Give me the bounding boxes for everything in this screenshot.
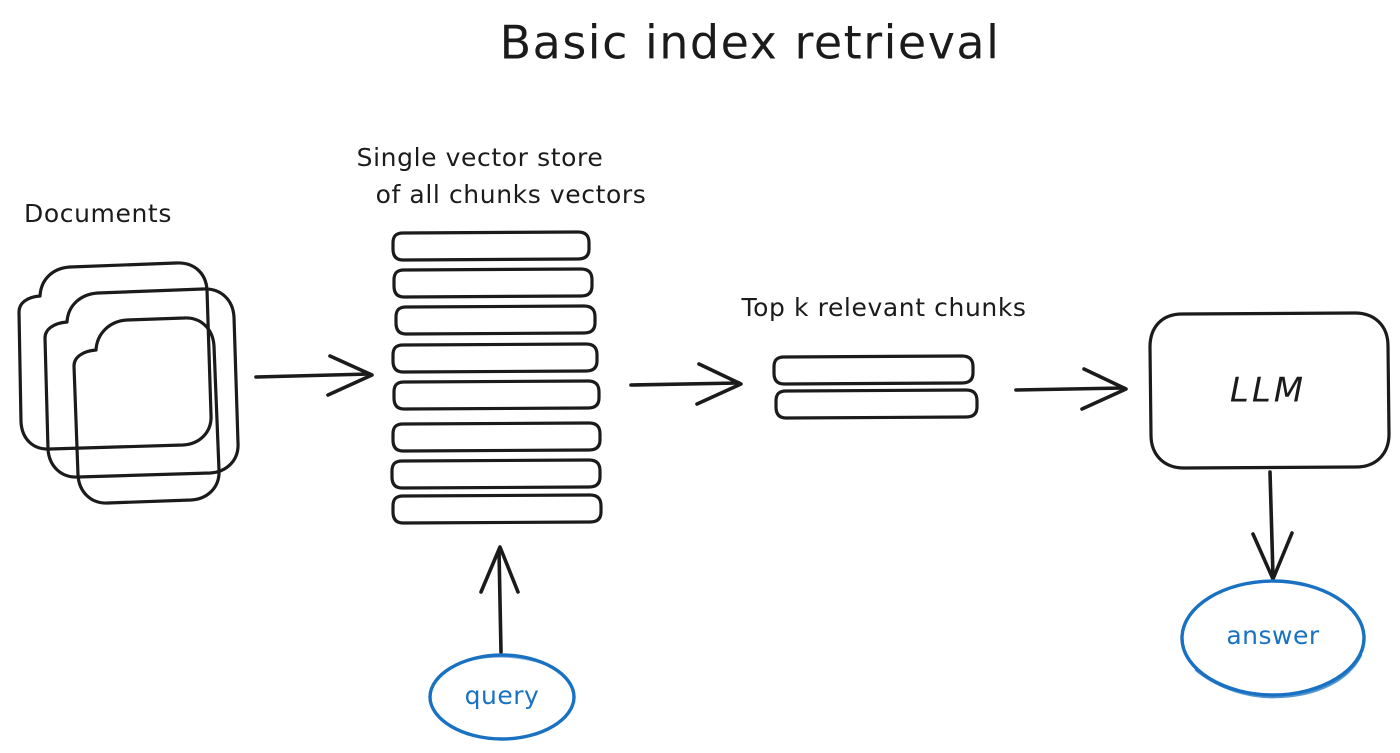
chunk-bar[interactable] [391,230,591,262]
documents-stack[interactable] [17,261,240,505]
document-sheet-front [72,316,221,505]
query-node[interactable]: query [428,653,576,741]
arrow-llm-to-answer [1251,470,1294,581]
answer-ellipse[interactable] [1180,579,1366,697]
llm-box[interactable] [1148,311,1391,470]
chunk-bar[interactable] [394,304,597,336]
document-sheet-back [17,261,213,451]
documents-label: Documents [24,199,172,228]
llm-label: LLM [1230,371,1306,411]
top-k-label: Top k relevant chunks [740,293,1026,322]
chunk-bar[interactable] [391,421,602,453]
arrow-topk-to-llm [1014,367,1128,411]
llm-node[interactable]: LLM [1148,311,1391,470]
arrow-documents-to-store [254,354,374,397]
query-ellipse[interactable] [428,653,576,741]
retrieved-chunk-bar[interactable] [774,388,979,420]
answer-node[interactable]: answer [1180,579,1366,699]
diagram-title: Basic index retrieval [500,16,1001,70]
answer-label: answer [1226,621,1320,650]
retrieved-chunks[interactable] [772,354,979,420]
answer-ellipse-overstroke [1194,653,1363,699]
chunk-bar[interactable] [392,267,594,299]
arrow-store-to-topk [629,362,743,406]
vector-store-chunks[interactable] [390,230,603,525]
document-sheet-middle [43,287,240,479]
chunk-bar[interactable] [391,342,599,374]
arrow-query-to-store [479,545,520,654]
chunk-bar[interactable] [391,493,603,525]
chunk-bar[interactable] [392,379,601,411]
vector-store-label-line1: Single vector store [357,143,604,172]
vector-store-label-line2: of all chunks vectors [376,180,647,209]
chunk-bar[interactable] [390,458,602,490]
query-ellipse-overstroke [469,655,545,665]
query-label: query [465,681,540,710]
retrieved-chunk-bar[interactable] [772,354,975,386]
